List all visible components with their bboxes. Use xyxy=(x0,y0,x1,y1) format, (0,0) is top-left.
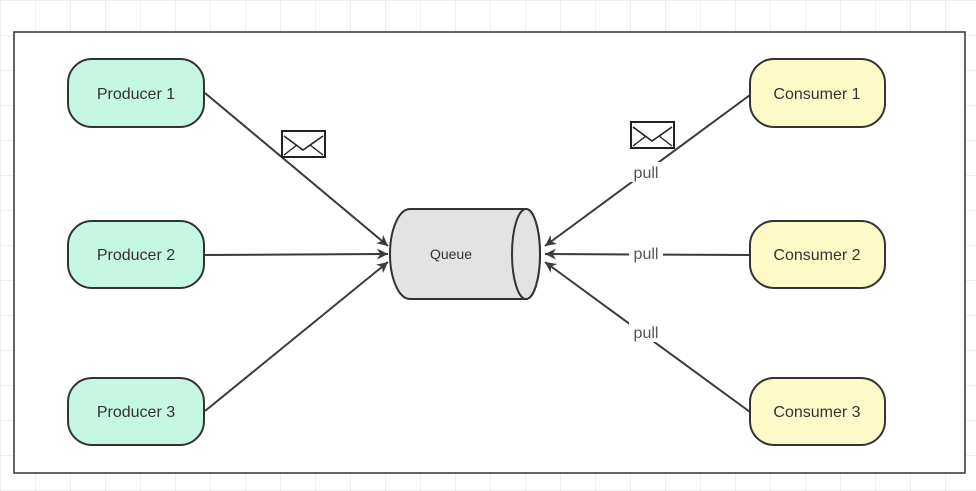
pull-label-consumer-2: pull xyxy=(634,246,659,263)
envelope-icon xyxy=(281,130,326,158)
queue-label: Queue xyxy=(430,246,472,262)
producer-node-3: Producer 3 xyxy=(67,377,205,446)
pull-label-bg-1 xyxy=(629,162,663,182)
consumer-label: Consumer 1 xyxy=(773,86,860,103)
producer-label: Producer 2 xyxy=(97,247,175,264)
consumer-node-3: Consumer 3 xyxy=(749,377,886,446)
producer-label: Producer 3 xyxy=(97,404,175,421)
producer-node-2: Producer 2 xyxy=(67,220,205,289)
pull-label-consumer-3: pull xyxy=(634,325,659,342)
consumer-label: Consumer 3 xyxy=(773,404,860,421)
envelope-icon xyxy=(630,121,675,149)
producer-label: Producer 1 xyxy=(97,86,175,103)
pull-label-bg-2 xyxy=(629,244,663,264)
edge-producer-1-queue xyxy=(204,92,389,247)
pull-label-consumer-1: pull xyxy=(634,165,659,182)
edge-producer-2-queue xyxy=(204,248,389,260)
pull-label-bg-3 xyxy=(629,322,663,342)
consumer-label: Consumer 2 xyxy=(773,247,860,264)
producer-node-1: Producer 1 xyxy=(67,58,205,128)
consumer-node-2: Consumer 2 xyxy=(749,220,886,289)
consumer-node-1: Consumer 1 xyxy=(749,58,886,128)
edge-producer-3-queue xyxy=(204,261,389,412)
queue-node: Queue xyxy=(389,208,541,300)
